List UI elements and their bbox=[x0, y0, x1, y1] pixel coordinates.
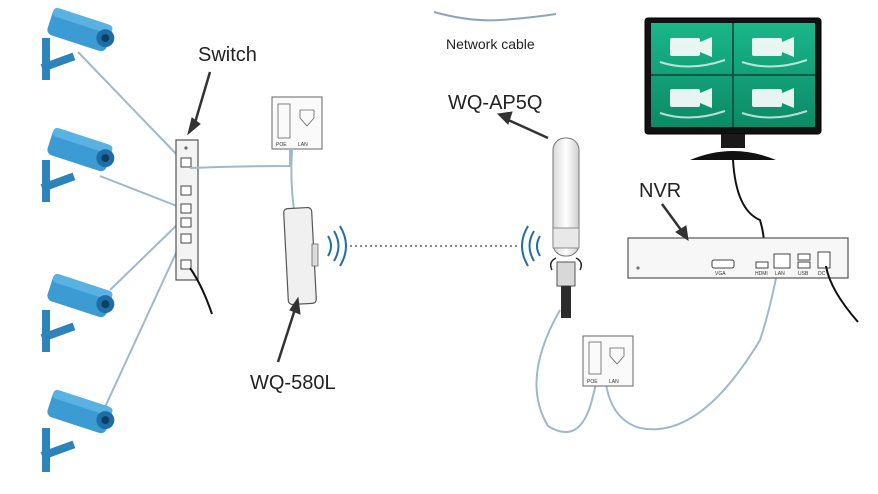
camera-cables bbox=[77, 51, 183, 419]
cables-poe-2 bbox=[535, 267, 779, 433]
nvr-port-lan: LAN bbox=[775, 271, 785, 277]
pointer-arrows bbox=[187, 71, 689, 363]
cable-camera-2 bbox=[99, 175, 183, 209]
switch-device bbox=[175, 139, 199, 281]
lan-label-1: LAN bbox=[298, 142, 308, 148]
wq-580l-device bbox=[283, 206, 319, 306]
wifi-signal-left bbox=[327, 225, 347, 267]
cable-poe-to-580l bbox=[290, 149, 295, 211]
arrow-580l bbox=[276, 305, 298, 363]
nvr-port-vga: VGA bbox=[715, 271, 726, 277]
cable-camera-4 bbox=[99, 239, 183, 419]
nvr-port-dc: DC bbox=[818, 271, 826, 277]
nvr-port-usb: USB bbox=[798, 271, 809, 277]
camera-4 bbox=[40, 389, 115, 472]
network-cable-legend-line bbox=[433, 11, 557, 22]
camera-2 bbox=[40, 127, 115, 202]
camera-1 bbox=[40, 7, 115, 80]
label-network-cable: Network cable bbox=[446, 36, 535, 52]
switch-power-cord bbox=[189, 267, 213, 315]
nvr-power-cord bbox=[825, 265, 859, 323]
poe-label-2: POE bbox=[587, 379, 598, 385]
arrow-ap5q bbox=[503, 116, 549, 140]
cable-camera-3 bbox=[109, 221, 181, 291]
nvr-port-hdmi: HDMI bbox=[755, 271, 768, 277]
poe-injector-2: POE LAN bbox=[582, 335, 634, 387]
poe-injector-1: POE LAN bbox=[271, 96, 323, 150]
wifi-signal-right bbox=[521, 225, 541, 267]
camera-3 bbox=[40, 273, 115, 352]
poe-label-1: POE bbox=[276, 142, 287, 148]
nvr-device: VGA HDMI LAN USB DC bbox=[627, 237, 849, 279]
monitor bbox=[644, 17, 822, 160]
label-nvr: NVR bbox=[639, 180, 682, 202]
lan-label-2: LAN bbox=[609, 379, 619, 385]
arrow-switch bbox=[192, 71, 212, 127]
label-switch: Switch bbox=[198, 44, 257, 66]
cable-switch-to-poe bbox=[189, 150, 291, 169]
label-wq-ap5q: WQ-AP5Q bbox=[448, 92, 543, 114]
cable-camera-1 bbox=[77, 51, 183, 161]
wq-ap5q-antenna bbox=[549, 137, 583, 318]
label-wq-580l: WQ-580L bbox=[250, 372, 336, 394]
